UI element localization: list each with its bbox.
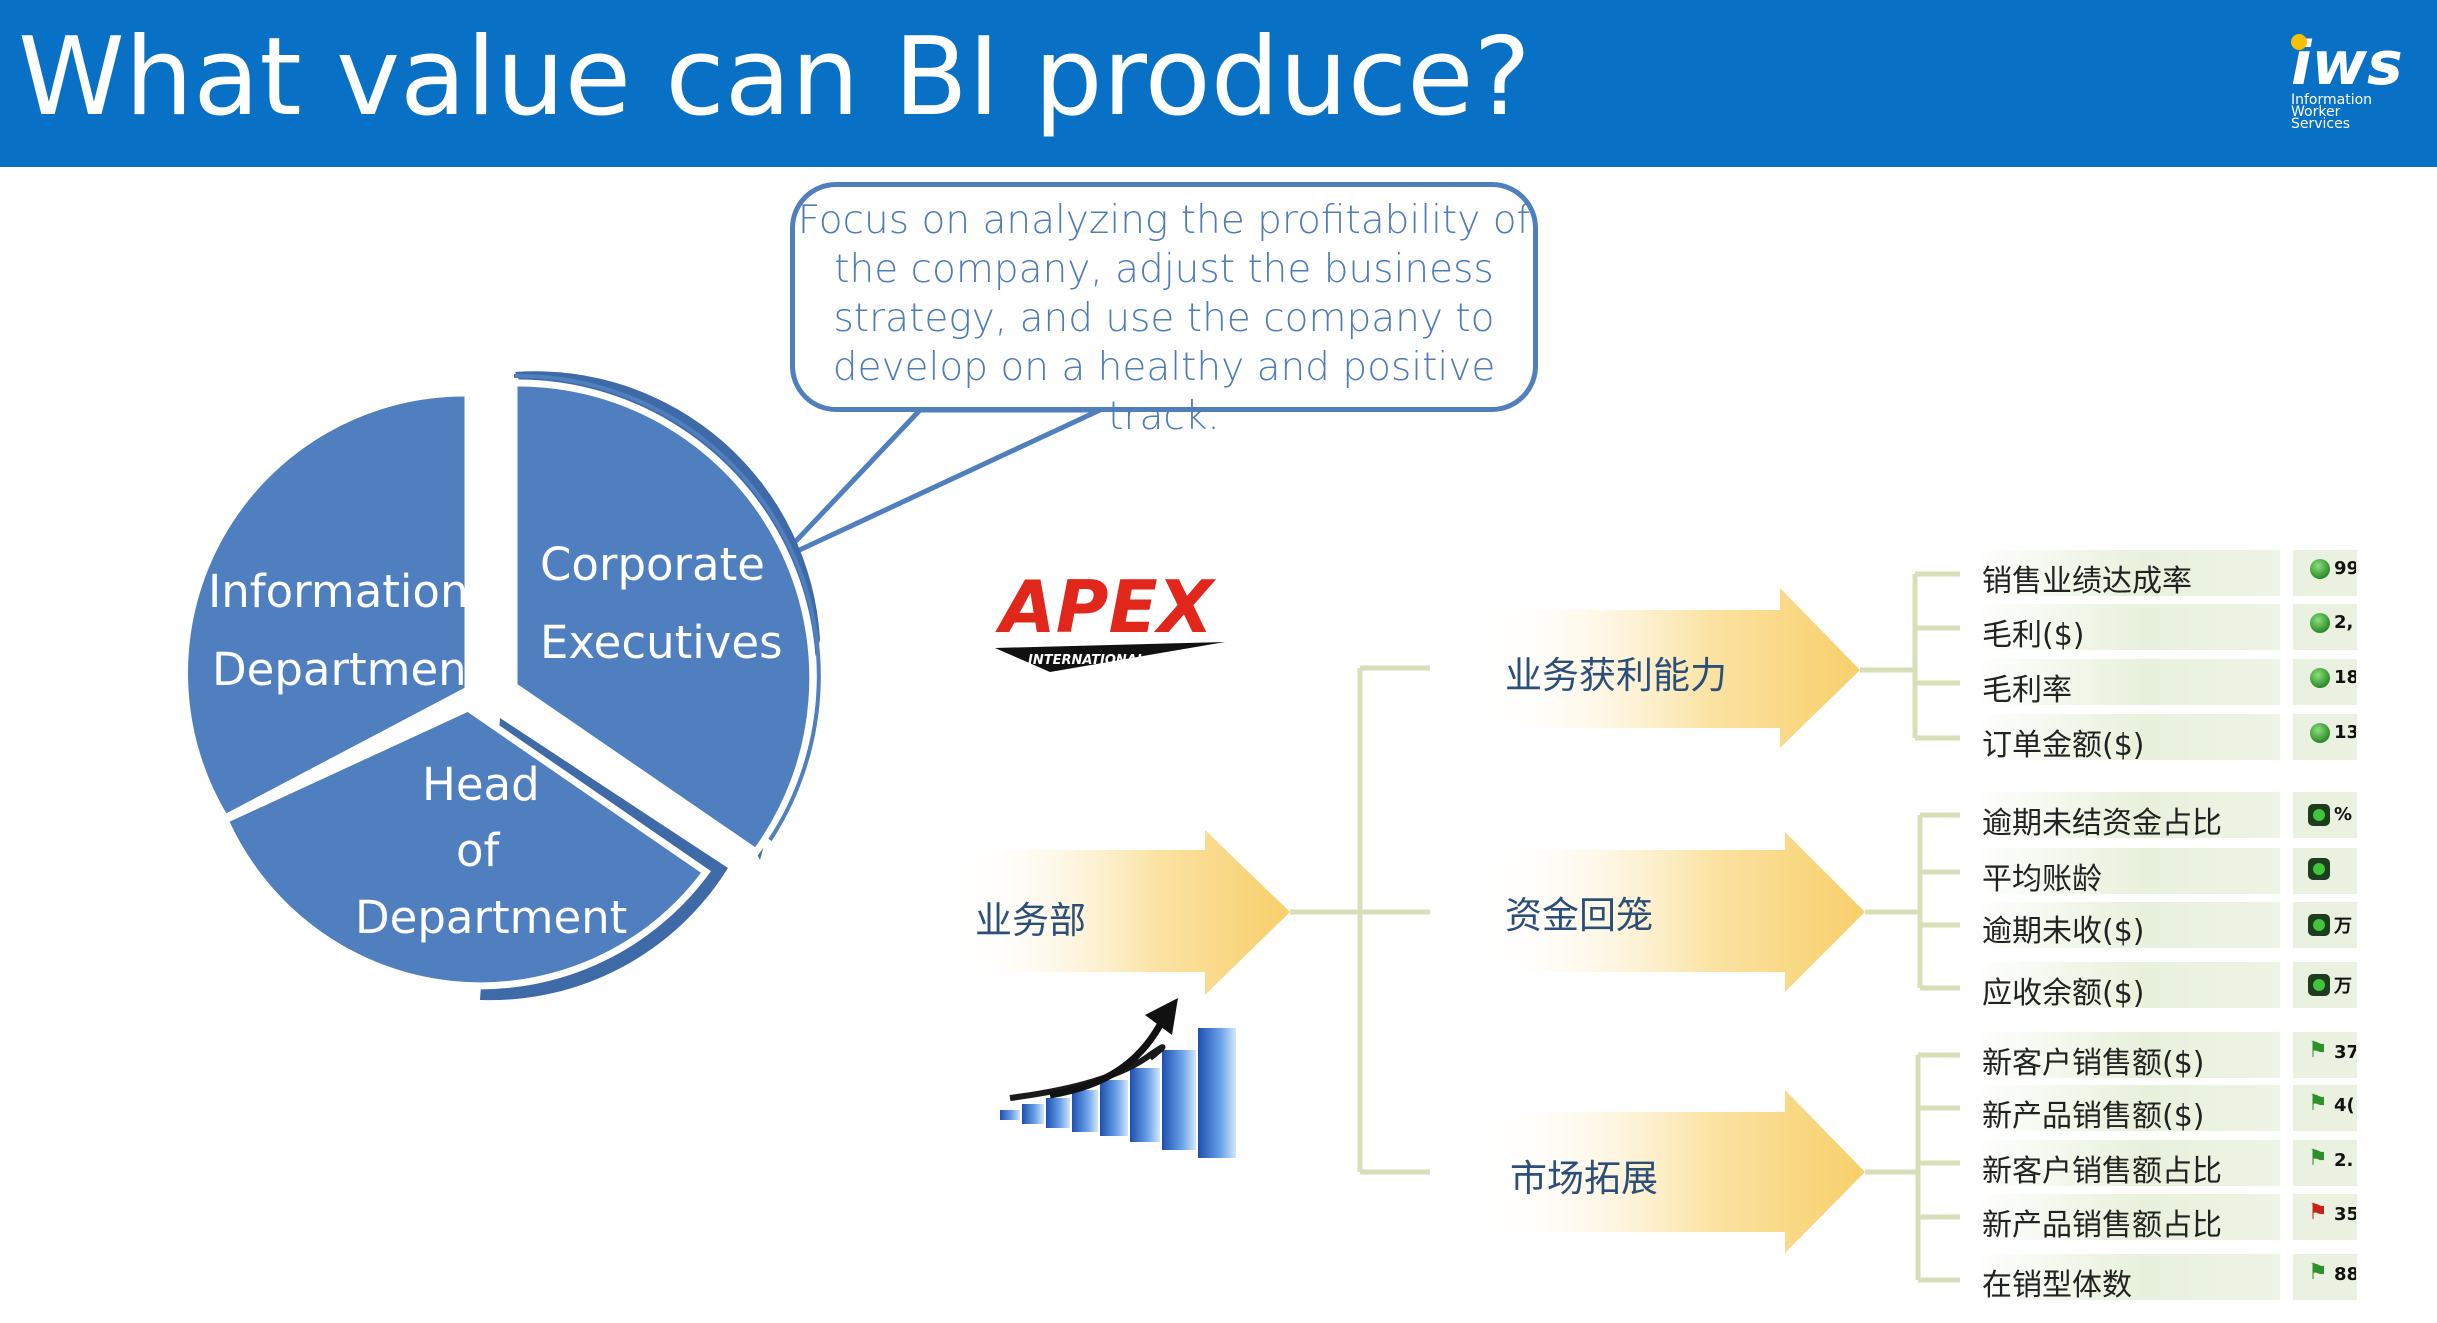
metric-row [1975, 1032, 2280, 1078]
pie-label-head-line-1: Head [422, 758, 540, 811]
green-flag-icon: ⚑ [2308, 1038, 2328, 1063]
metric-row [1975, 792, 2280, 838]
callout-line-4: develop on a healthy and positive track. [832, 345, 1496, 439]
root-label: 业务部 [975, 899, 1086, 942]
green-square-icon [2308, 804, 2330, 826]
green-flag-icon: ⚑ [2308, 1260, 2328, 1285]
metric-value-cell [2293, 1254, 2357, 1300]
metric-label: 毛利($) [1982, 618, 2085, 653]
pie-chart [181, 371, 821, 1001]
logo-sub-line-1: Information [2291, 92, 2373, 108]
pie-slice-corporate-executives [510, 379, 817, 857]
metric-label: 逾期未收($) [1982, 914, 2145, 949]
metric-label: 新客户销售额占比 [1982, 1154, 2222, 1189]
metric-value: 88 [2334, 1264, 2356, 1285]
metric-value: 万 [2334, 916, 2352, 937]
pie-label-corporate-line-2: Executives [540, 616, 783, 669]
metric-row [1975, 1085, 2280, 1131]
tree-connectors [1290, 571, 1960, 1283]
logo-mark: iws [2291, 29, 2403, 99]
pie-label-information-line-1: Information [208, 565, 469, 618]
metric-row [1975, 550, 2280, 596]
metric-value: 13 [2334, 722, 2356, 743]
pie-slice-head-of-department [220, 703, 711, 990]
branch-arrow-3 [1480, 1090, 1865, 1253]
metric-label: 新客户销售额($) [1982, 1046, 2205, 1081]
metric-row [1975, 604, 2280, 650]
green-square-icon [2308, 914, 2330, 936]
metric-label: 在销型体数 [1982, 1268, 2132, 1303]
green-dot-icon [2310, 559, 2330, 579]
logo-sub-line-3: Services [2291, 116, 2351, 132]
metric-value: 35 [2334, 1204, 2356, 1225]
pie-slice-information-department [181, 389, 472, 823]
branch-label-1: 业务获利能力 [1505, 654, 1727, 697]
green-flag-icon: ⚑ [2308, 1146, 2328, 1171]
apex-brand-text: APEX [995, 570, 1217, 649]
metric-value: 37 [2334, 1042, 2356, 1063]
logo-sub-line-2: Worker [2291, 104, 2341, 120]
metric-value-cell [2293, 1140, 2357, 1186]
metric-label: 销售业绩达成率 [1982, 564, 2192, 599]
metric-value: 2, [2334, 612, 2354, 633]
metric-value-cell [2293, 1085, 2357, 1131]
logo-dot-icon [2291, 34, 2307, 50]
pie-label-head-line-2: of [456, 824, 501, 877]
metric-row [1975, 1254, 2280, 1300]
metric-value-cell [2293, 1194, 2357, 1240]
metric-value-cell [2293, 1032, 2357, 1078]
branch-arrow-2 [1480, 832, 1865, 992]
callout-line-2: the company, adjust the business [834, 247, 1494, 292]
branch-label-2: 资金回笼 [1505, 894, 1653, 937]
iws-logo: iws Information Worker Services [2291, 29, 2403, 144]
metric-row [1975, 1194, 2280, 1240]
pie-label-information-line-2: Department [212, 643, 484, 696]
metric-label: 毛利率 [1982, 673, 2072, 708]
metric-value: 18 [2334, 667, 2356, 688]
metric-value: 99 [2334, 558, 2356, 579]
branch-arrow-1 [1480, 588, 1860, 748]
metric-label: 新产品销售额占比 [1982, 1208, 2222, 1243]
metric-value: 2. [2334, 1150, 2354, 1171]
title-bar: What value can BI produce? iws Informati… [0, 0, 2437, 167]
callout-bubble [790, 182, 1538, 412]
metric-label: 逾期未结资金占比 [1982, 806, 2222, 841]
metric-value: % [2334, 804, 2353, 825]
metric-label: 订单金额($) [1982, 728, 2145, 763]
green-dot-icon [2310, 668, 2330, 688]
callout-line-3: strategy, and use the company to [833, 296, 1495, 341]
pie-label-head-line-3: Department [355, 891, 627, 944]
metric-row [1975, 1140, 2280, 1186]
callout-text: Focus on analyzing the profitability of … [784, 196, 1544, 441]
apex-sub-text: INTERNATIONAL [1028, 653, 1145, 668]
metric-row [1975, 902, 2280, 948]
metric-label: 应收余额($) [1982, 976, 2145, 1011]
metric-row [1975, 848, 2280, 894]
green-square-icon [2308, 974, 2330, 996]
metric-row [1975, 659, 2280, 705]
callout-line-1: Focus on analyzing the profitability of [797, 198, 1531, 243]
green-dot-icon [2310, 723, 2330, 743]
rising-bar-chart-icon [1000, 998, 1236, 1158]
green-dot-icon [2310, 613, 2330, 633]
root-arrow [955, 830, 1290, 995]
green-square-icon [2308, 858, 2330, 880]
metric-label: 平均账龄 [1982, 862, 2102, 897]
red-flag-icon: ⚑ [2308, 1200, 2328, 1225]
branch-label-3: 市场拓展 [1510, 1157, 1658, 1200]
metric-row [1975, 962, 2280, 1008]
apex-logo: APEX INTERNATIONAL [990, 570, 1230, 680]
pie-label-corporate-line-1: Corporate [540, 538, 765, 591]
metric-row [1975, 714, 2280, 760]
metric-value: 万 [2334, 976, 2352, 997]
metric-label: 新产品销售额($) [1982, 1099, 2205, 1134]
page-title: What value can BI produce? [18, 15, 1531, 140]
green-flag-icon: ⚑ [2308, 1091, 2328, 1116]
metric-value: 4( [2334, 1095, 2355, 1116]
